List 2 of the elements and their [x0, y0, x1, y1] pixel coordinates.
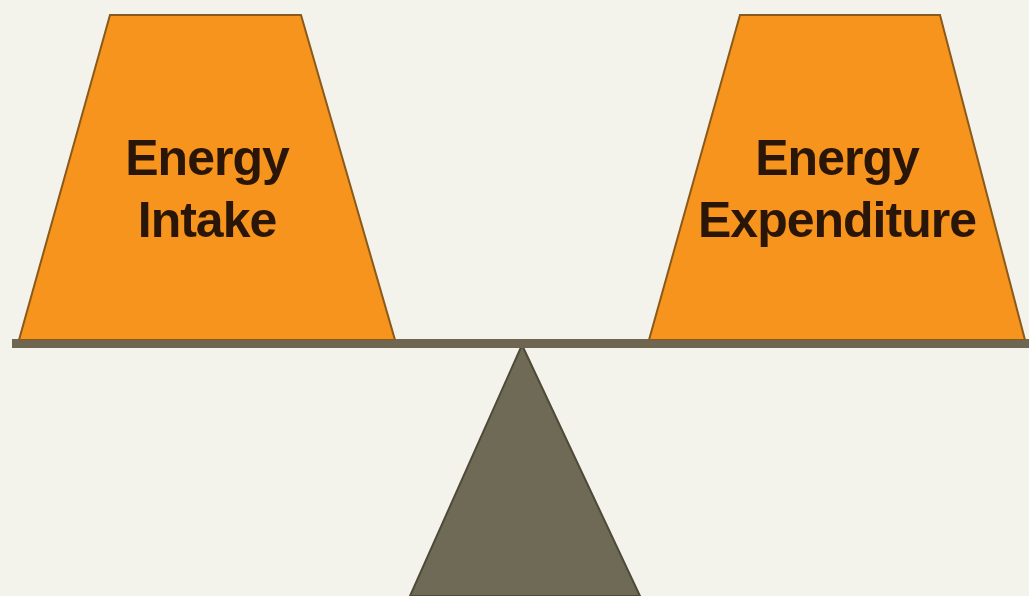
weight-label: Energy Expenditure — [697, 129, 977, 251]
weight-label: Energy Intake — [124, 129, 291, 251]
